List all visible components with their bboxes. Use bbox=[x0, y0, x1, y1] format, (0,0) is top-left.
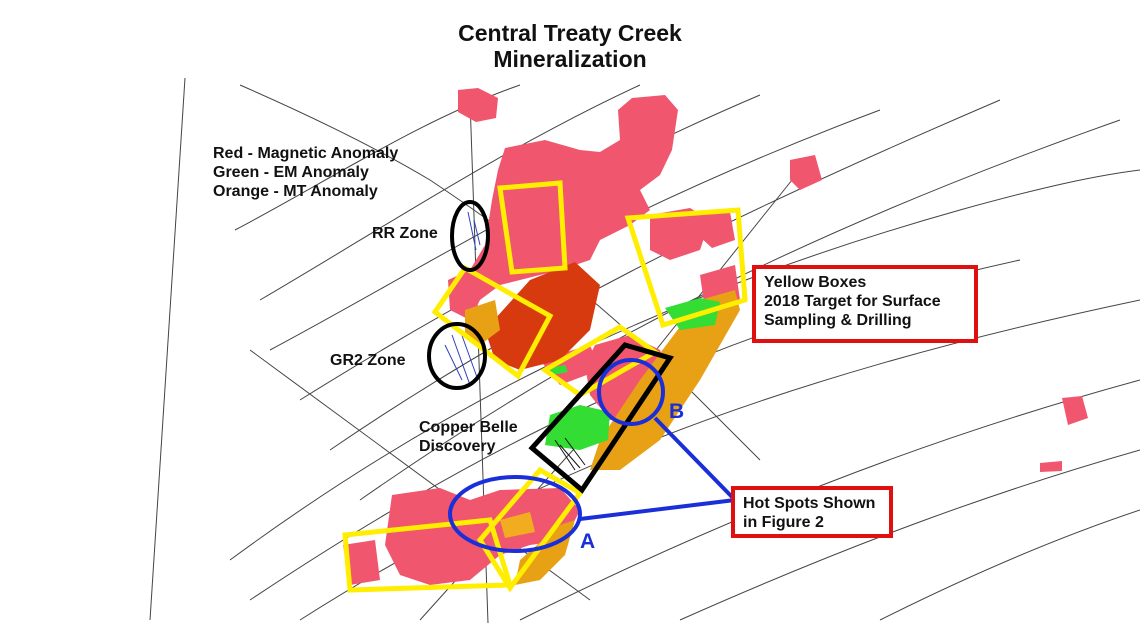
callout-line: 2018 Target for Surface bbox=[764, 293, 941, 310]
title-line-2: Mineralization bbox=[493, 46, 647, 72]
hot-spot-a-ellipse bbox=[448, 475, 582, 553]
target-boxes bbox=[342, 180, 748, 593]
gr2-zone-ellipse bbox=[427, 322, 487, 390]
mt-body bbox=[515, 520, 575, 585]
legend-mt: Orange - MT Anomaly bbox=[213, 183, 378, 200]
magnetic-body bbox=[458, 88, 498, 122]
target-box bbox=[476, 466, 584, 593]
callout-line: in Figure 2 bbox=[743, 514, 824, 531]
mt-body bbox=[500, 512, 535, 538]
target-box bbox=[431, 264, 554, 380]
yellow-boxes-callout: Yellow Boxes 2018 Target for Surface Sam… bbox=[752, 265, 978, 343]
copper-belle-label-line-2: Discovery bbox=[419, 438, 496, 455]
copper-belle-label-line-1: Copper Belle bbox=[419, 419, 518, 436]
hot-spot-leader-lines bbox=[579, 416, 737, 521]
magnetic-body bbox=[650, 208, 710, 260]
magnetic-body bbox=[1062, 396, 1088, 425]
magnetic-body bbox=[1040, 461, 1062, 472]
mt-body-deep bbox=[485, 262, 600, 370]
callout-line: Sampling & Drilling bbox=[764, 312, 912, 329]
hot-spot-a-label: A bbox=[580, 530, 596, 553]
target-box bbox=[497, 180, 568, 275]
magnetic-body bbox=[698, 212, 735, 248]
legend-magnetic: Red - Magnetic Anomaly bbox=[213, 145, 399, 162]
hot-spot-b-circle bbox=[597, 358, 665, 426]
legend-em: Green - EM Anomaly bbox=[213, 164, 369, 181]
em-body bbox=[550, 365, 568, 375]
hot-spot-b-label: B bbox=[669, 400, 685, 423]
hot-spots-callout: Hot Spots Shown in Figure 2 bbox=[731, 486, 893, 538]
drill-traces bbox=[444, 211, 481, 386]
callout-line: Yellow Boxes bbox=[764, 274, 867, 291]
magnetic-body bbox=[343, 540, 380, 585]
target-box bbox=[624, 207, 748, 329]
copper-belle-drill-cluster bbox=[554, 437, 586, 471]
rr-zone-label: RR Zone bbox=[372, 225, 438, 242]
gr2-zone-label: GR2 Zone bbox=[330, 352, 406, 369]
title-line-1: Central Treaty Creek bbox=[458, 20, 682, 46]
rr-zone-ellipse bbox=[450, 200, 490, 272]
mt-body bbox=[465, 300, 500, 345]
callout-line: Hot Spots Shown bbox=[743, 495, 876, 512]
copper-belle-outline bbox=[528, 342, 674, 494]
magnetic-body bbox=[790, 155, 822, 190]
